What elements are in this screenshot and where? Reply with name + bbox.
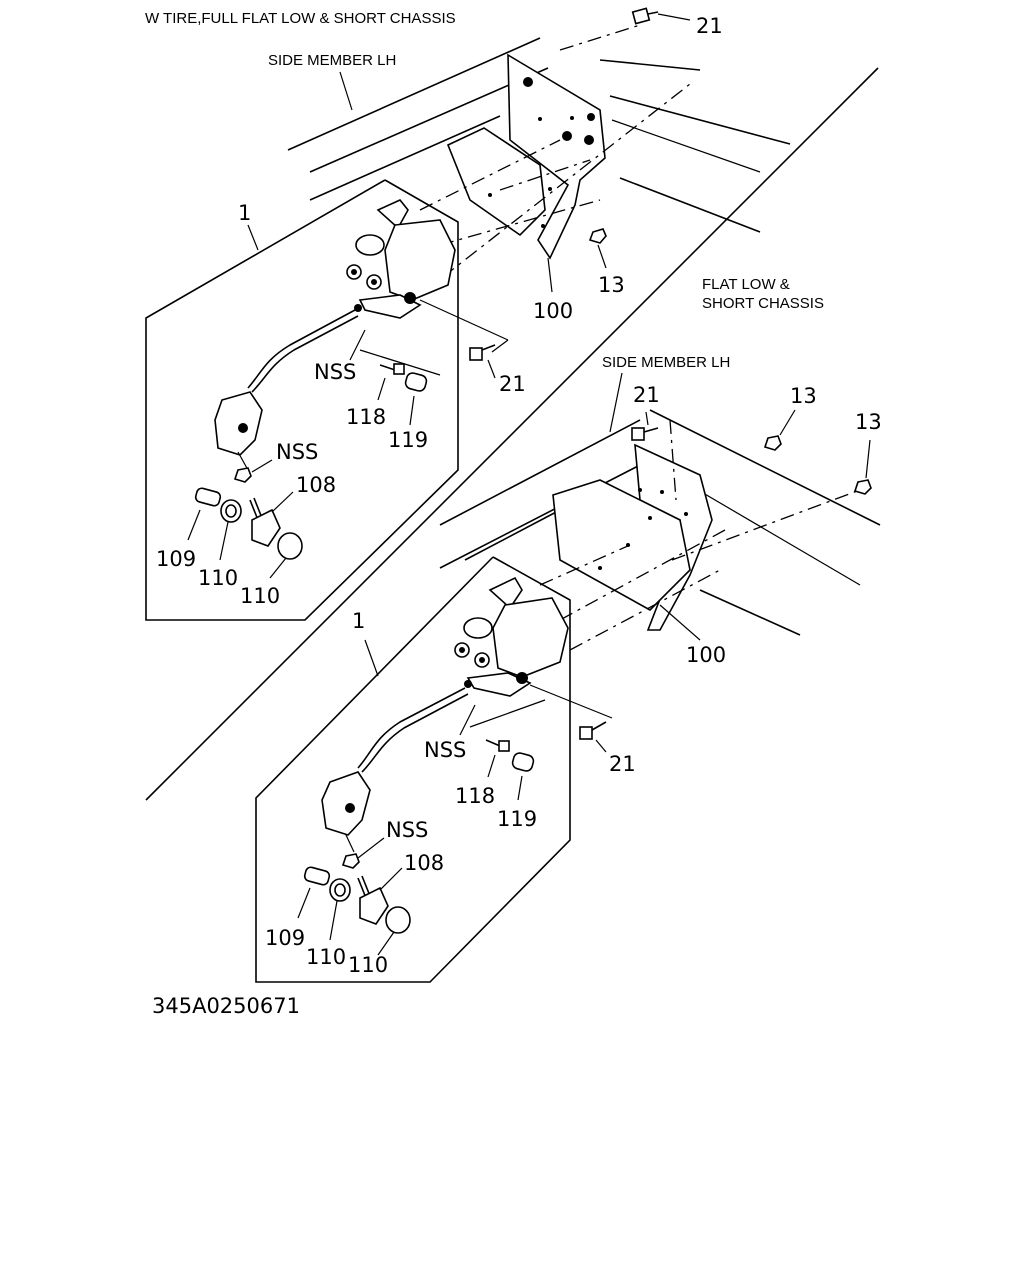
callout-upper-109: 109 (156, 547, 196, 571)
callout-upper-108: 108 (296, 473, 336, 497)
lower-bracket (552, 443, 713, 631)
callout-lower-119: 119 (497, 807, 537, 831)
upper-screw-118 (379, 363, 405, 375)
callout-upper-119: 119 (388, 428, 428, 452)
callout-upper-110-a: 110 (198, 566, 238, 590)
callout-upper-21-top: 21 (696, 14, 723, 38)
callout-upper-118: 118 (346, 405, 386, 429)
callout-lower-108: 108 (404, 851, 444, 875)
callout-upper-1: 1 (238, 201, 251, 225)
callout-lower-110-a: 110 (306, 945, 346, 969)
upper-view: SIDE MEMBER LH (145, 7, 791, 621)
callout-lower-21-top: 21 (633, 383, 660, 407)
upper-bracket (446, 53, 606, 260)
callout-upper-13: 13 (598, 273, 625, 297)
callout-lower-109: 109 (265, 926, 305, 950)
callout-upper-nss-a: NSS (314, 360, 356, 384)
callout-upper-100: 100 (533, 299, 573, 323)
callout-lower-13-b: 13 (855, 410, 882, 434)
lower-section-label-line1: FLAT LOW & (702, 276, 790, 293)
callout-lower-nss-a: NSS (424, 738, 466, 762)
lower-actuator (454, 576, 569, 697)
callout-lower-110-b: 110 (348, 953, 388, 977)
callout-lower-1: 1 (352, 609, 365, 633)
callout-lower-nss-b: NSS (386, 818, 428, 842)
upper-side-member-label: SIDE MEMBER LH (268, 52, 396, 69)
view-divider-line (145, 67, 879, 801)
lower-view: FLAT LOW & SHORT CHASSIS SIDE MEMBER LH (255, 276, 882, 983)
callout-lower-13-a: 13 (790, 384, 817, 408)
callout-lower-118: 118 (455, 784, 495, 808)
lower-section-label-line2: SHORT CHASSIS (702, 295, 824, 312)
callout-upper-21-mid: 21 (499, 372, 526, 396)
diagram-title: W TIRE,FULL FLAT LOW & SHORT CHASSIS (145, 10, 456, 27)
drawing-number: 345A0250671 (152, 994, 300, 1018)
callout-upper-nss-b: NSS (276, 440, 318, 464)
callout-lower-100: 100 (686, 643, 726, 667)
upper-bolt-21-top (631, 7, 659, 25)
lower-side-member-label: SIDE MEMBER LH (602, 354, 730, 371)
callout-lower-21-mid: 21 (609, 752, 636, 776)
callout-upper-110-b: 110 (240, 584, 280, 608)
upper-actuator (346, 199, 456, 319)
